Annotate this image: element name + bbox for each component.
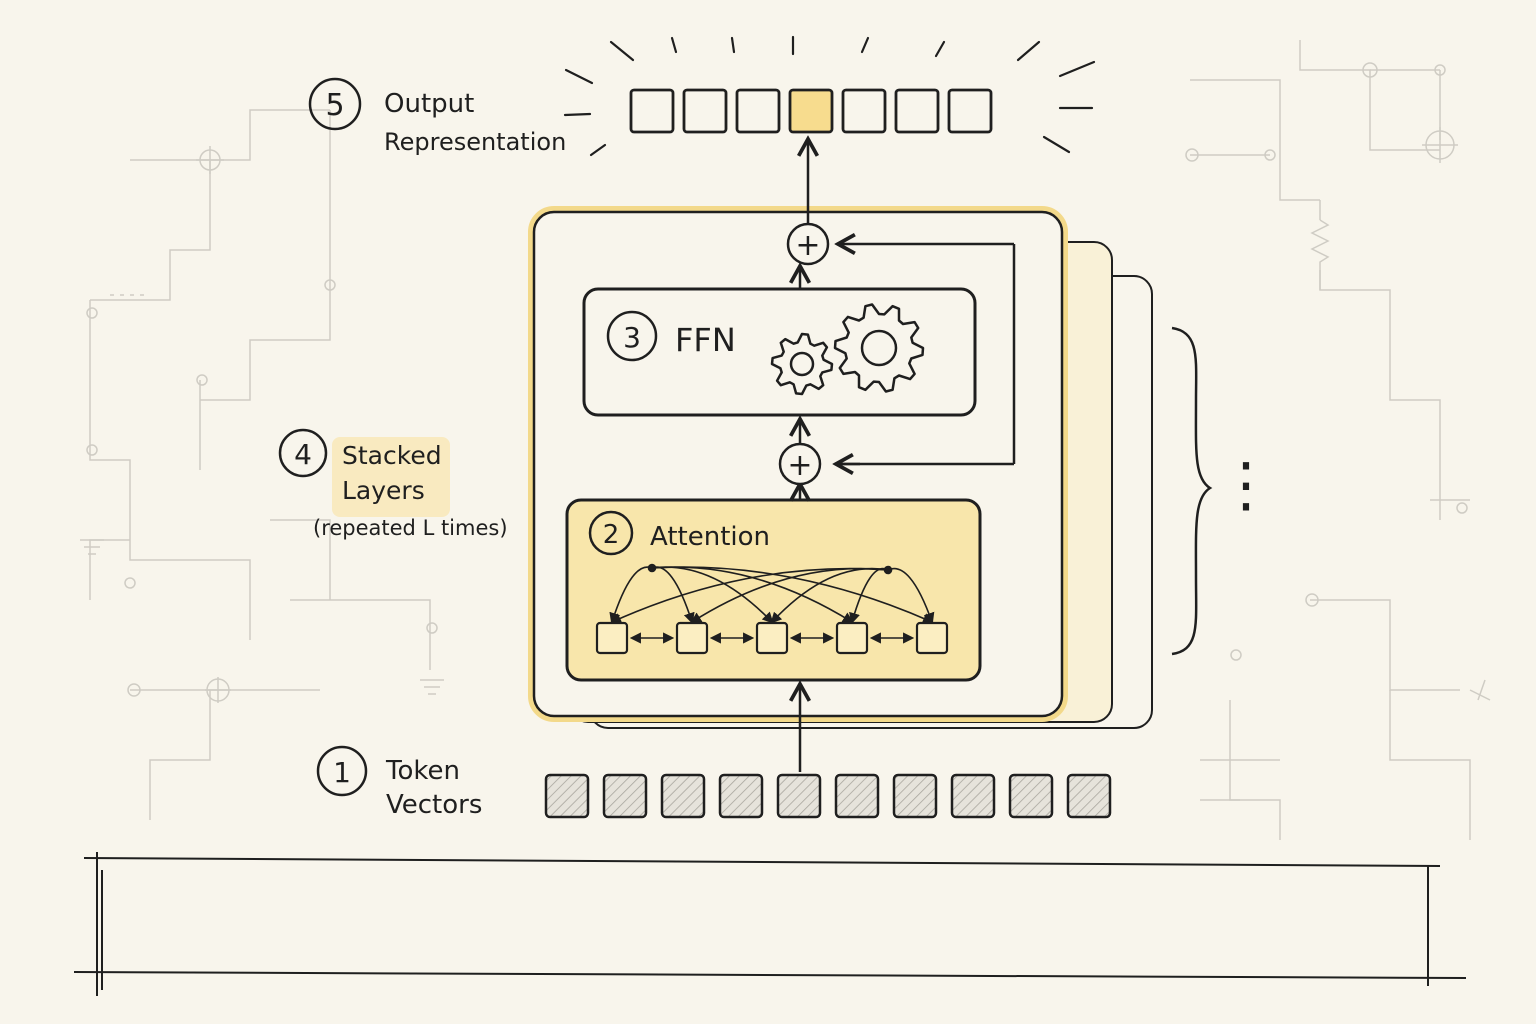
attention-connections — [609, 563, 935, 644]
step-4-label: 4 Stacked Layers (repeated L times) — [278, 428, 508, 540]
attention-label: Attention — [650, 522, 770, 552]
attention-node-2 — [675, 621, 709, 655]
attention-node-5 — [915, 621, 949, 655]
input-token-row — [544, 773, 1112, 819]
attention-block: 2 Attention — [565, 498, 982, 682]
attention-hub-2 — [883, 565, 893, 575]
stacked-layers-line-1: Stacked — [342, 441, 442, 470]
token-vectors-line-1: Token — [385, 756, 460, 786]
input-token-9 — [1008, 773, 1054, 819]
output-token-6 — [894, 88, 940, 134]
input-token-10 — [1066, 773, 1112, 819]
output-token-4 — [788, 88, 834, 134]
data-flow-arrows — [800, 139, 1016, 772]
residual-add-lower: + — [778, 442, 822, 486]
layer-stack-brace: ⋮ — [1171, 326, 1276, 656]
token-vectors-line-2: Vectors — [386, 790, 482, 820]
circuit-decoration-left — [80, 109, 444, 820]
stacked-layers-note: (repeated L times) — [313, 516, 508, 540]
step-3-number: 3 — [623, 321, 641, 354]
output-title-line-2: Representation — [384, 128, 566, 156]
output-title-line-1: Output — [384, 89, 474, 119]
output-glow-rays — [563, 35, 1096, 157]
residual-add-upper: + — [786, 222, 830, 266]
step-2-number: 2 — [603, 520, 620, 550]
add-symbol-upper: + — [795, 228, 820, 263]
layer-repeat-ellipsis: ⋮ — [1216, 450, 1276, 520]
input-token-5 — [776, 773, 822, 819]
output-token-2 — [682, 88, 728, 134]
output-token-5 — [841, 88, 887, 134]
attention-edge-2-5 — [887, 567, 935, 625]
gear-small-icon — [770, 332, 834, 396]
step-5-number: 5 — [325, 88, 344, 123]
output-token-7 — [947, 88, 993, 134]
attention-hub-1 — [647, 563, 657, 573]
input-token-1 — [544, 773, 590, 819]
attention-node-1 — [595, 621, 629, 655]
step-4-number: 4 — [294, 438, 312, 471]
circuit-decoration-right — [1185, 40, 1491, 840]
step-5-label: 5 Output Representation — [308, 77, 566, 156]
output-token-1 — [629, 88, 675, 134]
input-token-6 — [834, 773, 880, 819]
gear-large-icon — [833, 303, 925, 393]
output-token-3 — [735, 88, 781, 134]
input-token-2 — [602, 773, 648, 819]
input-token-7 — [892, 773, 938, 819]
step-1-number: 1 — [333, 756, 351, 789]
input-token-8 — [950, 773, 996, 819]
ffn-label: FFN — [675, 321, 736, 359]
attention-node-3 — [755, 621, 789, 655]
output-token-row — [629, 88, 993, 134]
bottom-frame — [73, 852, 1467, 996]
residual-connection-lower — [838, 244, 1016, 466]
attention-node-4 — [835, 621, 869, 655]
add-symbol-lower: + — [787, 448, 812, 483]
input-token-3 — [660, 773, 706, 819]
stacked-layers-line-2: Layers — [342, 476, 425, 505]
input-token-4 — [718, 773, 764, 819]
step-1-label: 1 Token Vectors — [316, 745, 482, 820]
attention-edge-2-3 — [770, 567, 889, 624]
ffn-block: 3 FFN — [582, 287, 977, 417]
attention-token-nodes — [595, 621, 949, 655]
